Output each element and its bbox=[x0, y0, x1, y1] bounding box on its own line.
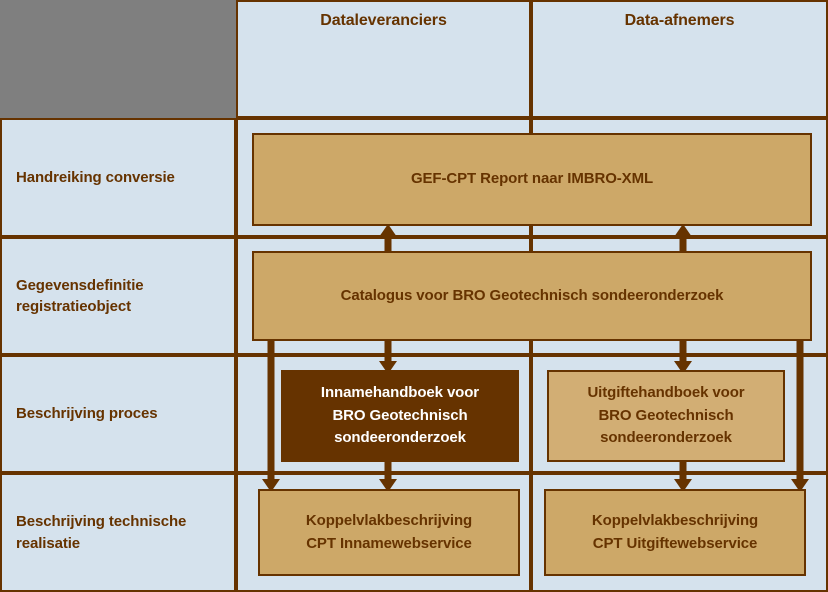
row-header-label: Beschrijving proces bbox=[16, 405, 158, 423]
box-label: GEF-CPT Report naar IMBRO-XML bbox=[410, 170, 654, 188]
box-gef-cpt-report[interactable]: GEF-CPT Report naar IMBRO-XML bbox=[252, 133, 812, 226]
arrowhead-down bbox=[379, 479, 397, 492]
grid-corner-cell bbox=[0, 0, 236, 118]
arrow-shaft bbox=[267, 332, 275, 481]
box-label: Catalogus voor BRO Geotechnisch sondeero… bbox=[340, 286, 724, 304]
arrow-shaft bbox=[796, 332, 804, 481]
row-header-beschrijving-technische-realisatie: Beschrijving technische realisatie bbox=[0, 473, 236, 592]
arrow-shaft bbox=[679, 235, 687, 257]
column-header-data-afnemers: Data-afnemers bbox=[531, 0, 828, 118]
arrow-shaft bbox=[384, 332, 392, 363]
box-label: Innamehandboek voor BRO Geotechnisch son… bbox=[320, 384, 480, 447]
box-label: Uitgiftehandboek voor BRO Geotechnisch s… bbox=[587, 384, 745, 447]
box-catalogus[interactable]: Catalogus voor BRO Geotechnisch sondeero… bbox=[252, 251, 812, 341]
arrowhead-up bbox=[379, 224, 397, 237]
arrow-shaft bbox=[679, 455, 687, 481]
arrow-catalogus-to-koppelvlak-uitgifte bbox=[790, 332, 810, 492]
arrow-uitgiftehandboek-to-koppelvlak-uitgifte bbox=[673, 455, 693, 492]
column-header-dataleveranciers: Dataleveranciers bbox=[236, 0, 531, 118]
box-label: Koppelvlakbeschrijving CPT Innamewebserv… bbox=[305, 512, 473, 552]
arrow-catalogus-to-koppelvlak-inname bbox=[261, 332, 281, 492]
box-koppelvlak-inname[interactable]: Koppelvlakbeschrijving CPT Innamewebserv… bbox=[258, 489, 520, 576]
box-koppelvlak-uitgifte[interactable]: Koppelvlakbeschrijving CPT Uitgiftewebse… bbox=[544, 489, 806, 576]
box-label: Koppelvlakbeschrijving CPT Uitgiftewebse… bbox=[591, 512, 759, 552]
arrow-catalogus-to-gefcpt-left bbox=[378, 224, 398, 257]
arrowhead-up bbox=[674, 224, 692, 237]
arrowhead-down bbox=[674, 479, 692, 492]
row-header-handreiking-conversie: Handreiking conversie bbox=[0, 118, 236, 237]
row-header-label: Handreiking conversie bbox=[16, 168, 175, 186]
row-header-label: Beschrijving technische realisatie bbox=[16, 513, 187, 552]
column-header-label: Dataleveranciers bbox=[320, 12, 447, 29]
box-innamehandboek[interactable]: Innamehandboek voor BRO Geotechnisch son… bbox=[281, 370, 519, 462]
arrowhead-down bbox=[791, 479, 809, 492]
arrow-shaft bbox=[679, 332, 687, 363]
arrow-shaft bbox=[384, 455, 392, 481]
row-header-beschrijving-proces: Beschrijving proces bbox=[0, 355, 236, 473]
arrow-catalogus-to-gefcpt-right bbox=[673, 224, 693, 257]
column-header-label: Data-afnemers bbox=[624, 12, 735, 29]
row-header-gegevensdefinitie: Gegevensdefinitie registratieobject bbox=[0, 237, 236, 355]
row-header-label: Gegevensdefinitie registratieobject bbox=[16, 276, 144, 315]
arrow-innamehandboek-to-koppelvlak-inname bbox=[378, 455, 398, 492]
box-uitgiftehandboek[interactable]: Uitgiftehandboek voor BRO Geotechnisch s… bbox=[547, 370, 785, 462]
arrowhead-down bbox=[262, 479, 280, 492]
arrow-shaft bbox=[384, 235, 392, 257]
